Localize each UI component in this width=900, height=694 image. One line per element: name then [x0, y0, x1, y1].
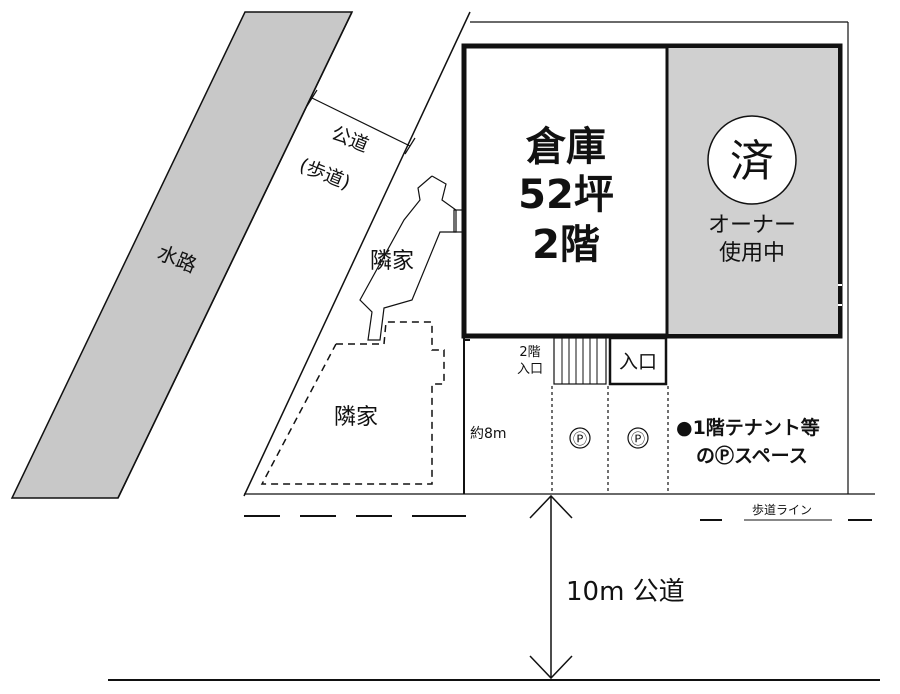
entrance-label: 入口 — [619, 351, 657, 373]
tenant-note-line1: ●1階テナント等 — [676, 416, 820, 439]
sidewalk-dashed-line — [244, 515, 872, 521]
owner-label-line1: オーナー — [708, 213, 796, 238]
approx-width-label: 約8m — [470, 426, 507, 442]
neighbor-house-lower-label: 隣家 — [334, 405, 378, 430]
sold-circle — [707, 115, 797, 205]
warehouse-label-line2: 52坪 — [518, 172, 614, 218]
entrance-box — [608, 336, 668, 386]
tenant-note-line2: のⓅスペース — [696, 444, 808, 467]
warehouse-label-line1: 倉庫 — [525, 124, 606, 170]
sidewalk-boundary-left — [117, 11, 353, 499]
public-road-label: 公道 — [328, 122, 371, 157]
second-floor-entrance-line2: 入口 — [517, 362, 543, 377]
neighbor-house-upper-label: 隣家 — [370, 249, 414, 274]
parking-circle-1 — [569, 427, 591, 449]
sidewalk-boundary-right — [243, 11, 471, 497]
neighbor-house-upper-outline — [359, 175, 457, 341]
parking-mark-1: Ⓟ — [573, 432, 587, 448]
parking-circle-2 — [627, 427, 649, 449]
parking-mark-2: Ⓟ — [631, 432, 645, 448]
stairs — [553, 337, 607, 385]
road-width-label: 10m 公道 — [566, 577, 685, 607]
sold-mark: 済 — [730, 136, 774, 187]
neighbor-house-lower-outline — [260, 321, 445, 485]
warehouse-label-line3: 2階 — [532, 222, 600, 268]
parking-stalls — [551, 386, 669, 494]
sidewalk-dimension-line — [311, 97, 411, 147]
owner-label-line2: 使用中 — [719, 241, 785, 266]
second-floor-entrance-line1: 2階 — [519, 345, 540, 360]
sidewalk-label: (歩道) — [296, 154, 353, 194]
sidewalk-line-label: 歩道ライン — [752, 502, 812, 517]
